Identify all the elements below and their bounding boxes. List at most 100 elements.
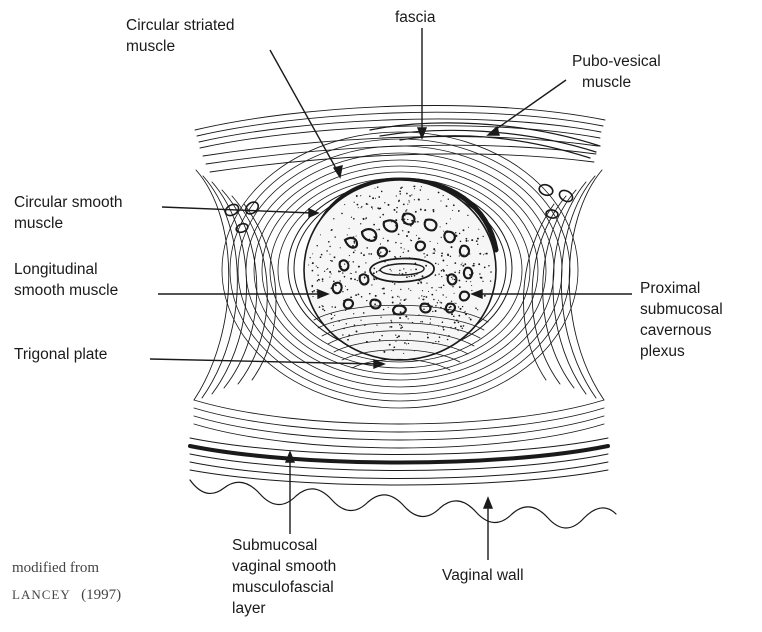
stipple-dot — [419, 238, 420, 239]
stipple-dot — [425, 265, 427, 267]
stipple-dot — [409, 201, 410, 202]
stipple-dot — [451, 313, 453, 315]
stipple-dot — [406, 193, 408, 195]
stipple-dot — [371, 284, 372, 285]
stipple-dot — [382, 214, 384, 216]
stipple-dot — [339, 280, 340, 281]
stipple-dot — [378, 229, 380, 231]
stipple-dot — [474, 265, 475, 266]
stipple-dot — [486, 253, 488, 255]
stipple-dot — [373, 277, 374, 278]
stipple-dot — [313, 290, 315, 292]
stipple-dot — [364, 277, 366, 279]
stipple-dot — [463, 229, 465, 231]
stipple-dot — [329, 277, 330, 278]
stipple-dot — [433, 211, 435, 213]
stipple-dot — [312, 270, 314, 272]
stipple-dot — [467, 215, 468, 216]
stipple-dot — [400, 243, 401, 244]
stipple-dot — [454, 272, 456, 274]
stipple-dot — [411, 275, 413, 277]
stipple-dot — [468, 240, 469, 241]
stipple-dot — [404, 299, 406, 301]
stipple-dot — [389, 326, 391, 328]
stipple-dot — [451, 277, 452, 278]
stipple-dot — [411, 194, 412, 195]
stipple-dot — [463, 325, 465, 327]
stipple-dot — [333, 218, 334, 219]
stipple-dot — [461, 264, 462, 265]
stipple-dot — [421, 186, 422, 187]
stipple-dot — [350, 296, 352, 298]
stipple-dot — [447, 254, 449, 256]
stipple-dot — [469, 317, 470, 318]
stipple-dot — [312, 291, 314, 293]
stipple-dot — [443, 231, 444, 232]
stipple-dot — [407, 219, 408, 220]
stipple-dot — [396, 207, 398, 209]
stipple-dot — [438, 264, 439, 265]
stipple-dot — [331, 273, 332, 274]
stipple-dot — [382, 288, 383, 289]
stipple-dot — [424, 256, 425, 257]
stipple-dot — [388, 307, 389, 308]
stipple-dot — [340, 247, 341, 248]
stipple-dot — [459, 280, 461, 282]
stipple-dot — [327, 268, 328, 269]
stipple-dot — [350, 278, 352, 280]
stipple-dot — [462, 306, 463, 307]
stipple-dot — [378, 196, 380, 198]
stipple-dot — [353, 313, 354, 314]
stipple-dot — [351, 217, 352, 218]
stipple-dot — [324, 271, 325, 272]
stipple-dot — [395, 219, 397, 221]
stipple-dot — [442, 321, 444, 323]
stipple-dot — [400, 311, 402, 313]
stipple-dot — [358, 266, 360, 268]
stipple-dot — [471, 239, 473, 241]
stipple-dot — [447, 339, 449, 341]
stipple-dot — [392, 302, 394, 304]
stipple-dot — [400, 187, 402, 189]
stipple-dot — [399, 273, 400, 274]
stipple-dot — [471, 290, 472, 291]
stipple-dot — [358, 294, 360, 296]
stipple-dot — [345, 286, 346, 287]
stipple-dot — [440, 226, 441, 227]
stipple-dot — [356, 235, 357, 236]
stipple-dot — [389, 269, 390, 270]
stipple-dot — [415, 268, 417, 270]
stipple-dot — [403, 268, 404, 269]
stipple-dot — [349, 255, 350, 256]
stipple-dot — [408, 200, 409, 201]
stipple-dot — [316, 245, 317, 246]
stipple-dot — [452, 286, 453, 287]
stipple-dot — [375, 198, 376, 199]
stipple-dot — [454, 262, 456, 264]
stipple-dot — [441, 237, 442, 238]
stipple-dot — [442, 269, 443, 270]
stipple-dot — [460, 308, 462, 310]
stipple-dot — [442, 294, 443, 295]
stipple-dot — [404, 248, 405, 249]
stipple-dot — [383, 293, 385, 295]
stipple-dot — [334, 315, 335, 316]
stipple-dot — [404, 342, 406, 344]
stipple-dot — [398, 335, 400, 337]
stipple-dot — [421, 321, 423, 323]
stipple-dot — [400, 193, 402, 195]
stipple-dot — [410, 269, 411, 270]
stipple-dot — [405, 272, 407, 274]
citation: modified from LANCEY (1997) — [12, 560, 121, 603]
stipple-dot — [324, 310, 326, 312]
stipple-dot — [466, 281, 467, 282]
stipple-dot — [396, 211, 398, 213]
stipple-dot — [354, 202, 355, 203]
stipple-dot — [430, 241, 431, 242]
stipple-dot — [477, 238, 479, 240]
stipple-dot — [373, 278, 375, 280]
stipple-dot — [401, 325, 402, 326]
stipple-dot — [389, 344, 391, 346]
stipple-dot — [408, 343, 409, 344]
stipple-dot — [369, 196, 371, 198]
